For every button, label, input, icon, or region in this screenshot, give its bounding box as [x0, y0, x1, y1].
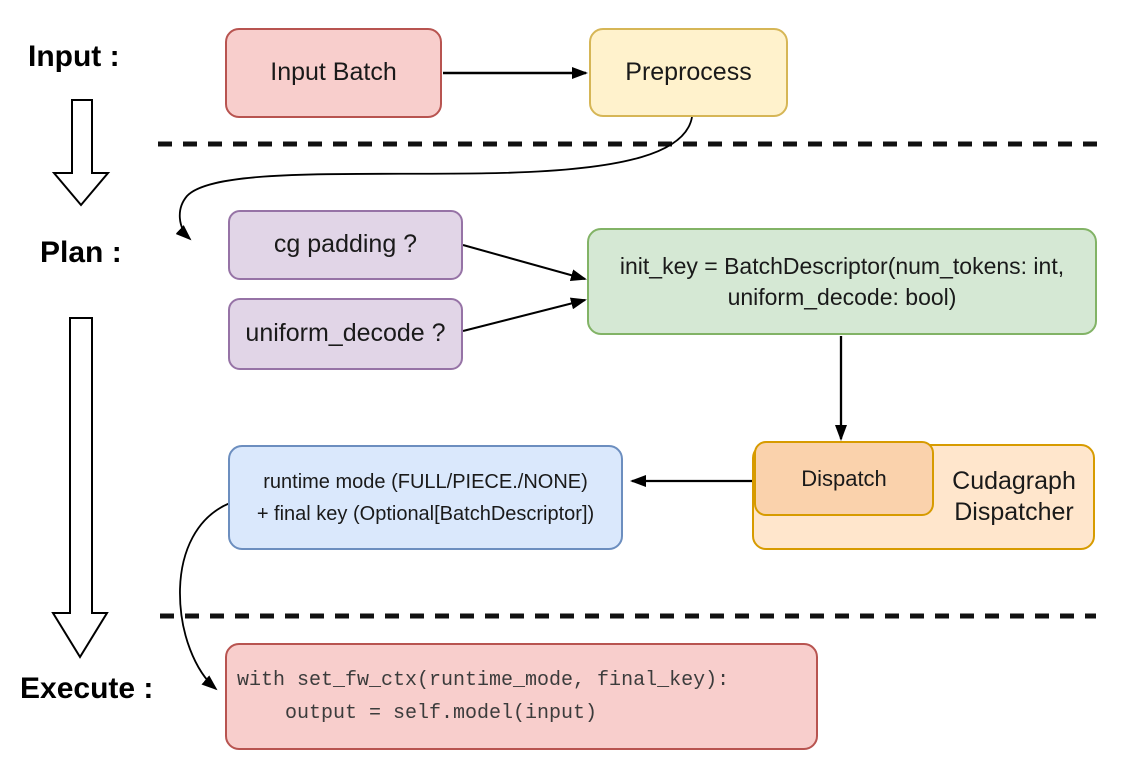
preprocess-label: Preprocess — [625, 57, 752, 86]
dispatch-label: Dispatch — [801, 465, 887, 491]
execute-code-node: with set_fw_ctx(runtime_mode, final_key)… — [225, 643, 818, 750]
uniform-decode-label: uniform_decode ? — [245, 319, 446, 348]
init-key-line1: init_key = BatchDescriptor(num_tokens: i… — [619, 252, 1065, 279]
init-key-line2: uniform_decode: bool) — [727, 283, 957, 310]
cudagraph-dispatcher-label: Cudagraph Dispatcher — [935, 466, 1093, 528]
runtime-mode-line2: + final key (Optional[BatchDescriptor]) — [256, 502, 595, 525]
arrow-cg-padding-to-init-key — [462, 244, 587, 282]
stage-label-execute: Execute : — [20, 672, 154, 705]
preprocess-node: Preprocess — [589, 28, 788, 117]
arrow-runtime-mode-to-execute-code — [179, 502, 231, 691]
init-key-node: init_key = BatchDescriptor(num_tokens: i… — [587, 228, 1097, 335]
uniform-decode-node: uniform_decode ? — [228, 298, 463, 370]
cudagraph-dispatcher-line2: Dispatcher — [954, 498, 1074, 526]
input-batch-label: Input Batch — [270, 58, 397, 87]
stage-label-plan: Plan : — [40, 236, 122, 269]
stage-arrow-plan-to-execute-icon — [51, 317, 109, 659]
stage-arrow-input-to-plan-icon — [51, 99, 111, 207]
stage-label-input: Input : — [28, 40, 120, 73]
arrow-uniform-decode-to-init-key — [462, 297, 587, 332]
execute-code-line1: with set_fw_ctx(runtime_mode, final_key)… — [237, 668, 730, 692]
runtime-mode-line1: runtime mode (FULL/PIECE./NONE) — [263, 470, 588, 493]
input-batch-node: Input Batch — [225, 28, 442, 118]
execute-code-line2: output = self.model(input) — [237, 701, 598, 725]
cudagraph-dispatcher-line1: Cudagraph — [952, 467, 1076, 495]
cg-padding-label: cg padding ? — [273, 230, 418, 259]
runtime-mode-node: runtime mode (FULL/PIECE./NONE) + final … — [228, 445, 623, 550]
cg-padding-node: cg padding ? — [228, 210, 463, 280]
dispatch-node: Dispatch — [754, 441, 934, 516]
